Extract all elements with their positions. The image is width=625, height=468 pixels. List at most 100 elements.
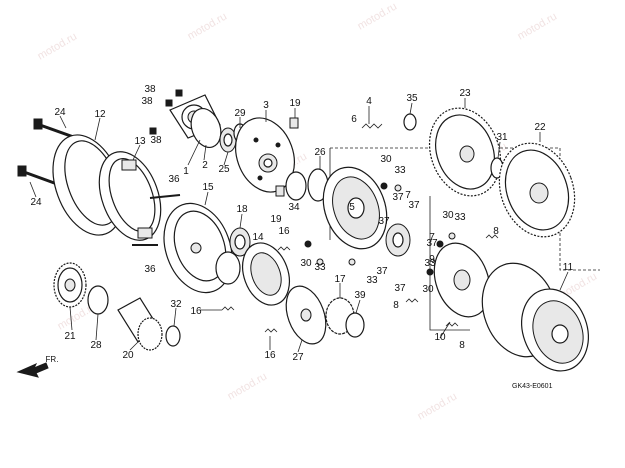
part-19-collar-upper (289, 117, 299, 129)
callout-37: 37 (378, 216, 390, 227)
callout-labels: 38 38 38 24 24 12 13 1 2 25 29 3 19 19 4… (30, 84, 573, 363)
callout-29: 29 (234, 108, 246, 119)
part-16-spring-c (264, 328, 278, 333)
callout-8: 8 (393, 300, 399, 311)
callout-16: 16 (190, 306, 202, 317)
part-35-clip (403, 113, 417, 131)
assembly-outline (429, 196, 470, 331)
callout-33: 33 (314, 262, 326, 273)
part-19-collar-lower (275, 185, 285, 197)
callout-19: 19 (270, 214, 282, 225)
part-18-clutch (229, 227, 251, 257)
part-bearing (215, 251, 241, 285)
part-6-clutch-shoe (322, 166, 388, 250)
callout-39: 39 (354, 290, 366, 301)
callout-38: 38 (150, 135, 162, 146)
part-22-gear (498, 142, 576, 238)
part-13-band (98, 151, 162, 241)
part-10-plate (433, 242, 491, 318)
part-4-spring (361, 123, 383, 129)
callout-20: 20 (122, 350, 134, 361)
part-16-spring-a (221, 306, 235, 311)
callout-7: 7 (429, 232, 435, 243)
diagram-code: GK43-E0601 (512, 383, 553, 390)
part-38-bolts (149, 89, 183, 135)
callout-26: 26 (314, 147, 326, 158)
callout-16: 16 (264, 350, 276, 361)
callout-32: 32 (170, 299, 182, 310)
callout-37: 37 (426, 238, 438, 249)
callout-16: 16 (278, 226, 290, 237)
part-23-gear (428, 107, 502, 197)
callout-33: 33 (424, 258, 436, 269)
callout-33: 33 (394, 165, 406, 176)
callout-8: 8 (459, 340, 465, 351)
callout-5: 5 (349, 202, 355, 213)
part-27-disc (285, 285, 327, 345)
callout-30: 30 (442, 210, 454, 221)
callout-6: 6 (351, 114, 357, 125)
callout-14: 14 (252, 232, 264, 243)
callout-37: 37 (376, 266, 388, 277)
callout-8: 8 (493, 226, 499, 237)
callout-9: 9 (429, 254, 435, 265)
callout-22: 22 (534, 122, 546, 133)
callout-34: 34 (288, 202, 300, 213)
direction-label: FR. (46, 355, 59, 364)
watermark-text: motod.ru (356, 0, 400, 32)
part-20-shaft (117, 297, 163, 351)
part-3-drive-plate (235, 117, 295, 193)
part-8-spring-c (445, 322, 459, 327)
part-28-washer (87, 285, 109, 315)
watermark-text: motod.ru (36, 30, 80, 62)
part-34-ring (285, 171, 307, 201)
callout-28: 28 (90, 340, 102, 351)
callout-24: 24 (54, 107, 66, 118)
watermark-text: motod.ru (226, 370, 270, 402)
part-32-washer (165, 325, 181, 347)
callout-3: 3 (263, 100, 269, 111)
callout-7: 7 (405, 190, 411, 201)
callout-10: 10 (434, 332, 446, 343)
callout-11: 11 (563, 262, 574, 273)
part-2-gasket (190, 108, 222, 148)
callout-31: 31 (496, 132, 508, 143)
callout-23: 23 (459, 88, 471, 99)
part-36-pin-upper (149, 194, 181, 199)
part-9-oneway (385, 223, 411, 257)
callout-18: 18 (236, 204, 248, 215)
front-direction-indicator: FR. (16, 355, 59, 378)
callout-37: 37 (408, 200, 420, 211)
callout-36: 36 (144, 264, 156, 275)
part-15-drum (163, 202, 233, 294)
callout-19: 19 (289, 98, 301, 109)
part-11-outer-drum (481, 262, 589, 372)
callout-15: 15 (202, 182, 214, 193)
callout-30: 30 (422, 284, 434, 295)
callout-33: 33 (366, 275, 378, 286)
watermark-text: motod.ru (516, 10, 560, 42)
callout-17: 17 (334, 274, 346, 285)
callout-38: 38 (144, 84, 156, 95)
arrow-left-icon (16, 362, 49, 378)
callout-13: 13 (134, 136, 146, 147)
callout-33: 33 (454, 212, 466, 223)
watermark-text: motod.ru (186, 10, 230, 42)
watermark-text: motod.ru (416, 390, 460, 422)
part-39-ring (345, 312, 365, 338)
part-21-gear (53, 262, 87, 308)
callout-38: 38 (141, 96, 153, 107)
part-16-spring-b (277, 246, 291, 251)
callout-12: 12 (94, 109, 106, 120)
callout-2: 2 (202, 160, 208, 171)
part-8-spring-b (405, 298, 419, 303)
callout-30: 30 (380, 154, 392, 165)
callout-36: 36 (168, 174, 180, 185)
callout-27: 27 (292, 352, 304, 363)
callout-1: 1 (183, 166, 189, 177)
callout-30: 30 (300, 258, 312, 269)
callout-37: 37 (394, 283, 406, 294)
callout-24: 24 (30, 197, 42, 208)
